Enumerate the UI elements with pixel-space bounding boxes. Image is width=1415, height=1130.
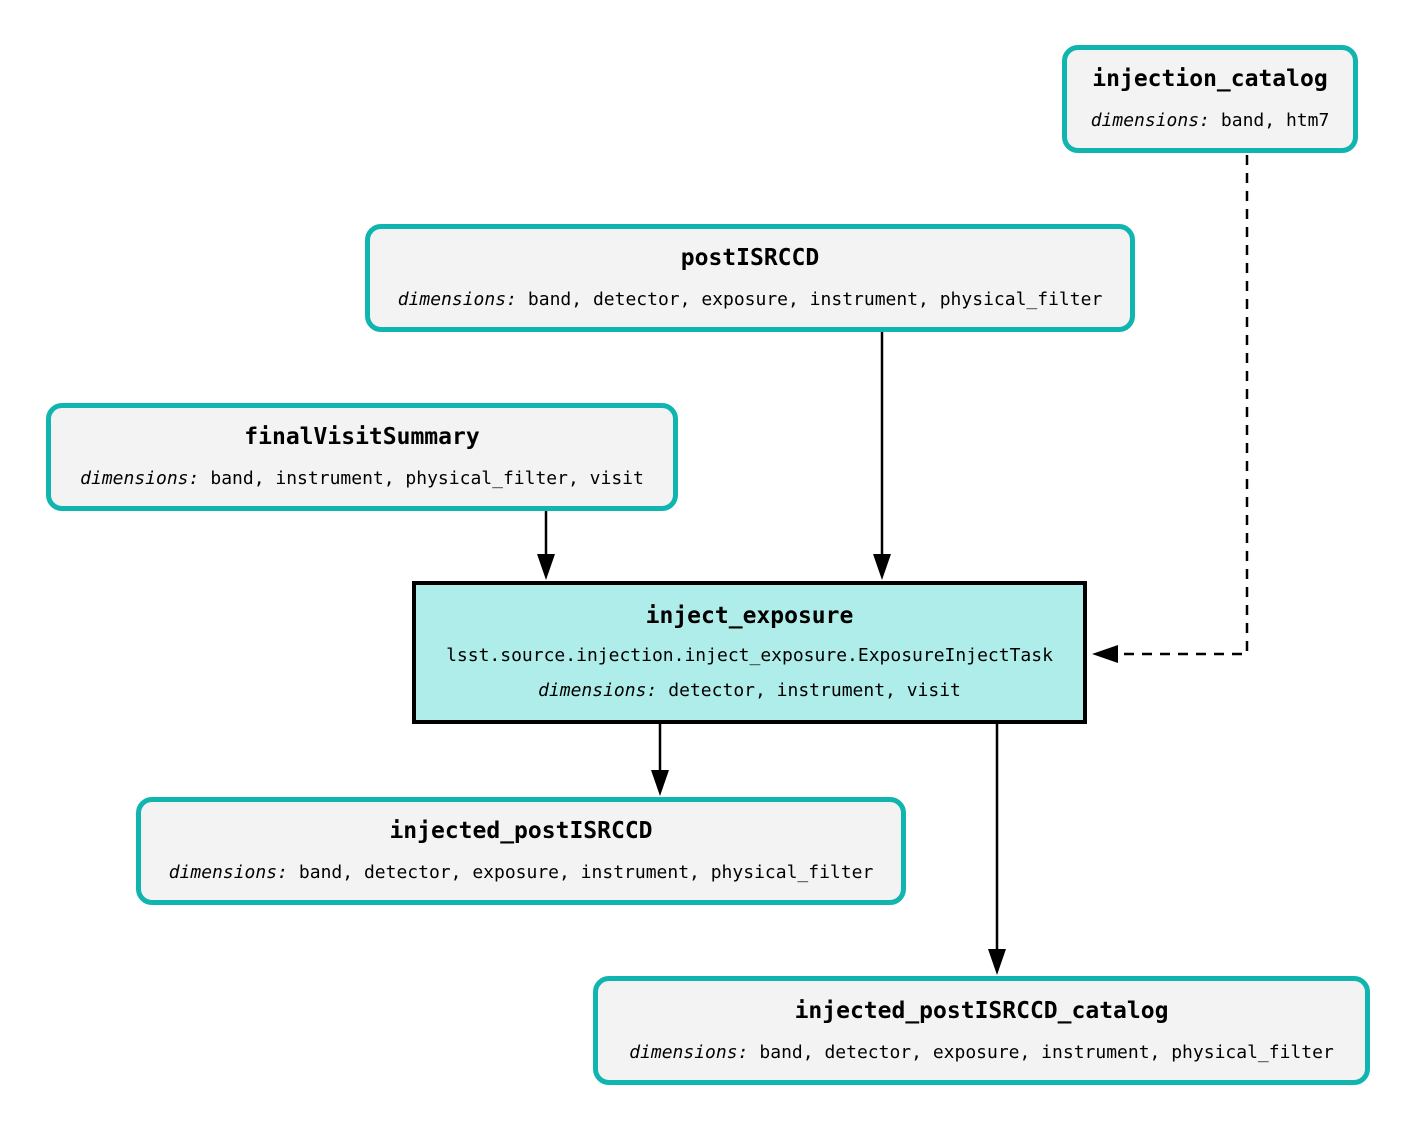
dimensions-value: band, instrument, physical_filter, visit bbox=[210, 468, 644, 489]
node-dimensions: dimensions: band, detector, exposure, ins… bbox=[398, 289, 1103, 311]
node-title: injected_postISRCCD_catalog bbox=[794, 997, 1169, 1024]
node-title: injected_postISRCCD bbox=[389, 818, 653, 845]
node-injected-postisrccd-catalog: injected_postISRCCD_catalog dimensions: b… bbox=[593, 976, 1370, 1085]
edge-injection-catalog-to-inject-exposure bbox=[1092, 155, 1249, 663]
dimensions-label: dimensions: bbox=[168, 862, 288, 883]
dimensions-label: dimensions: bbox=[629, 1041, 749, 1063]
dimensions-value: detector, instrument, visit bbox=[668, 680, 961, 702]
edge-inject-exposure-to-injected-postisrccd bbox=[651, 724, 669, 796]
node-postisrccd: postISRCCD dimensions: band, detector, ex… bbox=[365, 224, 1135, 332]
node-title: injection_catalog bbox=[1092, 66, 1328, 93]
task-class-path: lsst.source.injection.inject_exposure.Ex… bbox=[446, 644, 1053, 666]
node-dimensions: dimensions: detector, instrument, visit bbox=[538, 680, 961, 702]
edge-finalvisitsummary-to-inject-exposure bbox=[537, 511, 555, 580]
dimensions-label: dimensions: bbox=[397, 289, 517, 310]
dimensions-label: dimensions: bbox=[538, 680, 658, 702]
dimensions-value: band, detector, exposure, instrument, ph… bbox=[298, 862, 874, 883]
node-inject-exposure-task: inject_exposure lsst.source.injection.in… bbox=[412, 581, 1087, 724]
dimensions-label: dimensions: bbox=[80, 468, 200, 489]
node-injected-postisrccd: injected_postISRCCD dimensions: band, det… bbox=[136, 797, 906, 905]
node-dimensions: dimensions: band, htm7 bbox=[1091, 110, 1330, 132]
node-title: postISRCCD bbox=[680, 245, 820, 272]
edge-inject-exposure-to-injected-postisrccd-catalog bbox=[988, 724, 1006, 975]
dimensions-value: band, detector, exposure, instrument, ph… bbox=[759, 1041, 1334, 1063]
edge-postisrccd-to-inject-exposure bbox=[873, 332, 891, 580]
node-title: finalVisitSummary bbox=[244, 424, 480, 451]
node-dimensions: dimensions: band, detector, exposure, ins… bbox=[629, 1042, 1334, 1064]
node-dimensions: dimensions: band, detector, exposure, ins… bbox=[169, 862, 874, 884]
dimensions-label: dimensions: bbox=[1090, 110, 1210, 131]
node-finalvisitsummary: finalVisitSummary dimensions: band, instr… bbox=[46, 403, 678, 511]
dimensions-value: band, htm7 bbox=[1220, 110, 1330, 131]
node-title: inject_exposure bbox=[645, 603, 854, 630]
node-injection-catalog: injection_catalog dimensions: band, htm7 bbox=[1062, 45, 1358, 153]
node-dimensions: dimensions: band, instrument, physical_fi… bbox=[80, 468, 644, 490]
dimensions-value: band, detector, exposure, instrument, ph… bbox=[527, 289, 1103, 310]
